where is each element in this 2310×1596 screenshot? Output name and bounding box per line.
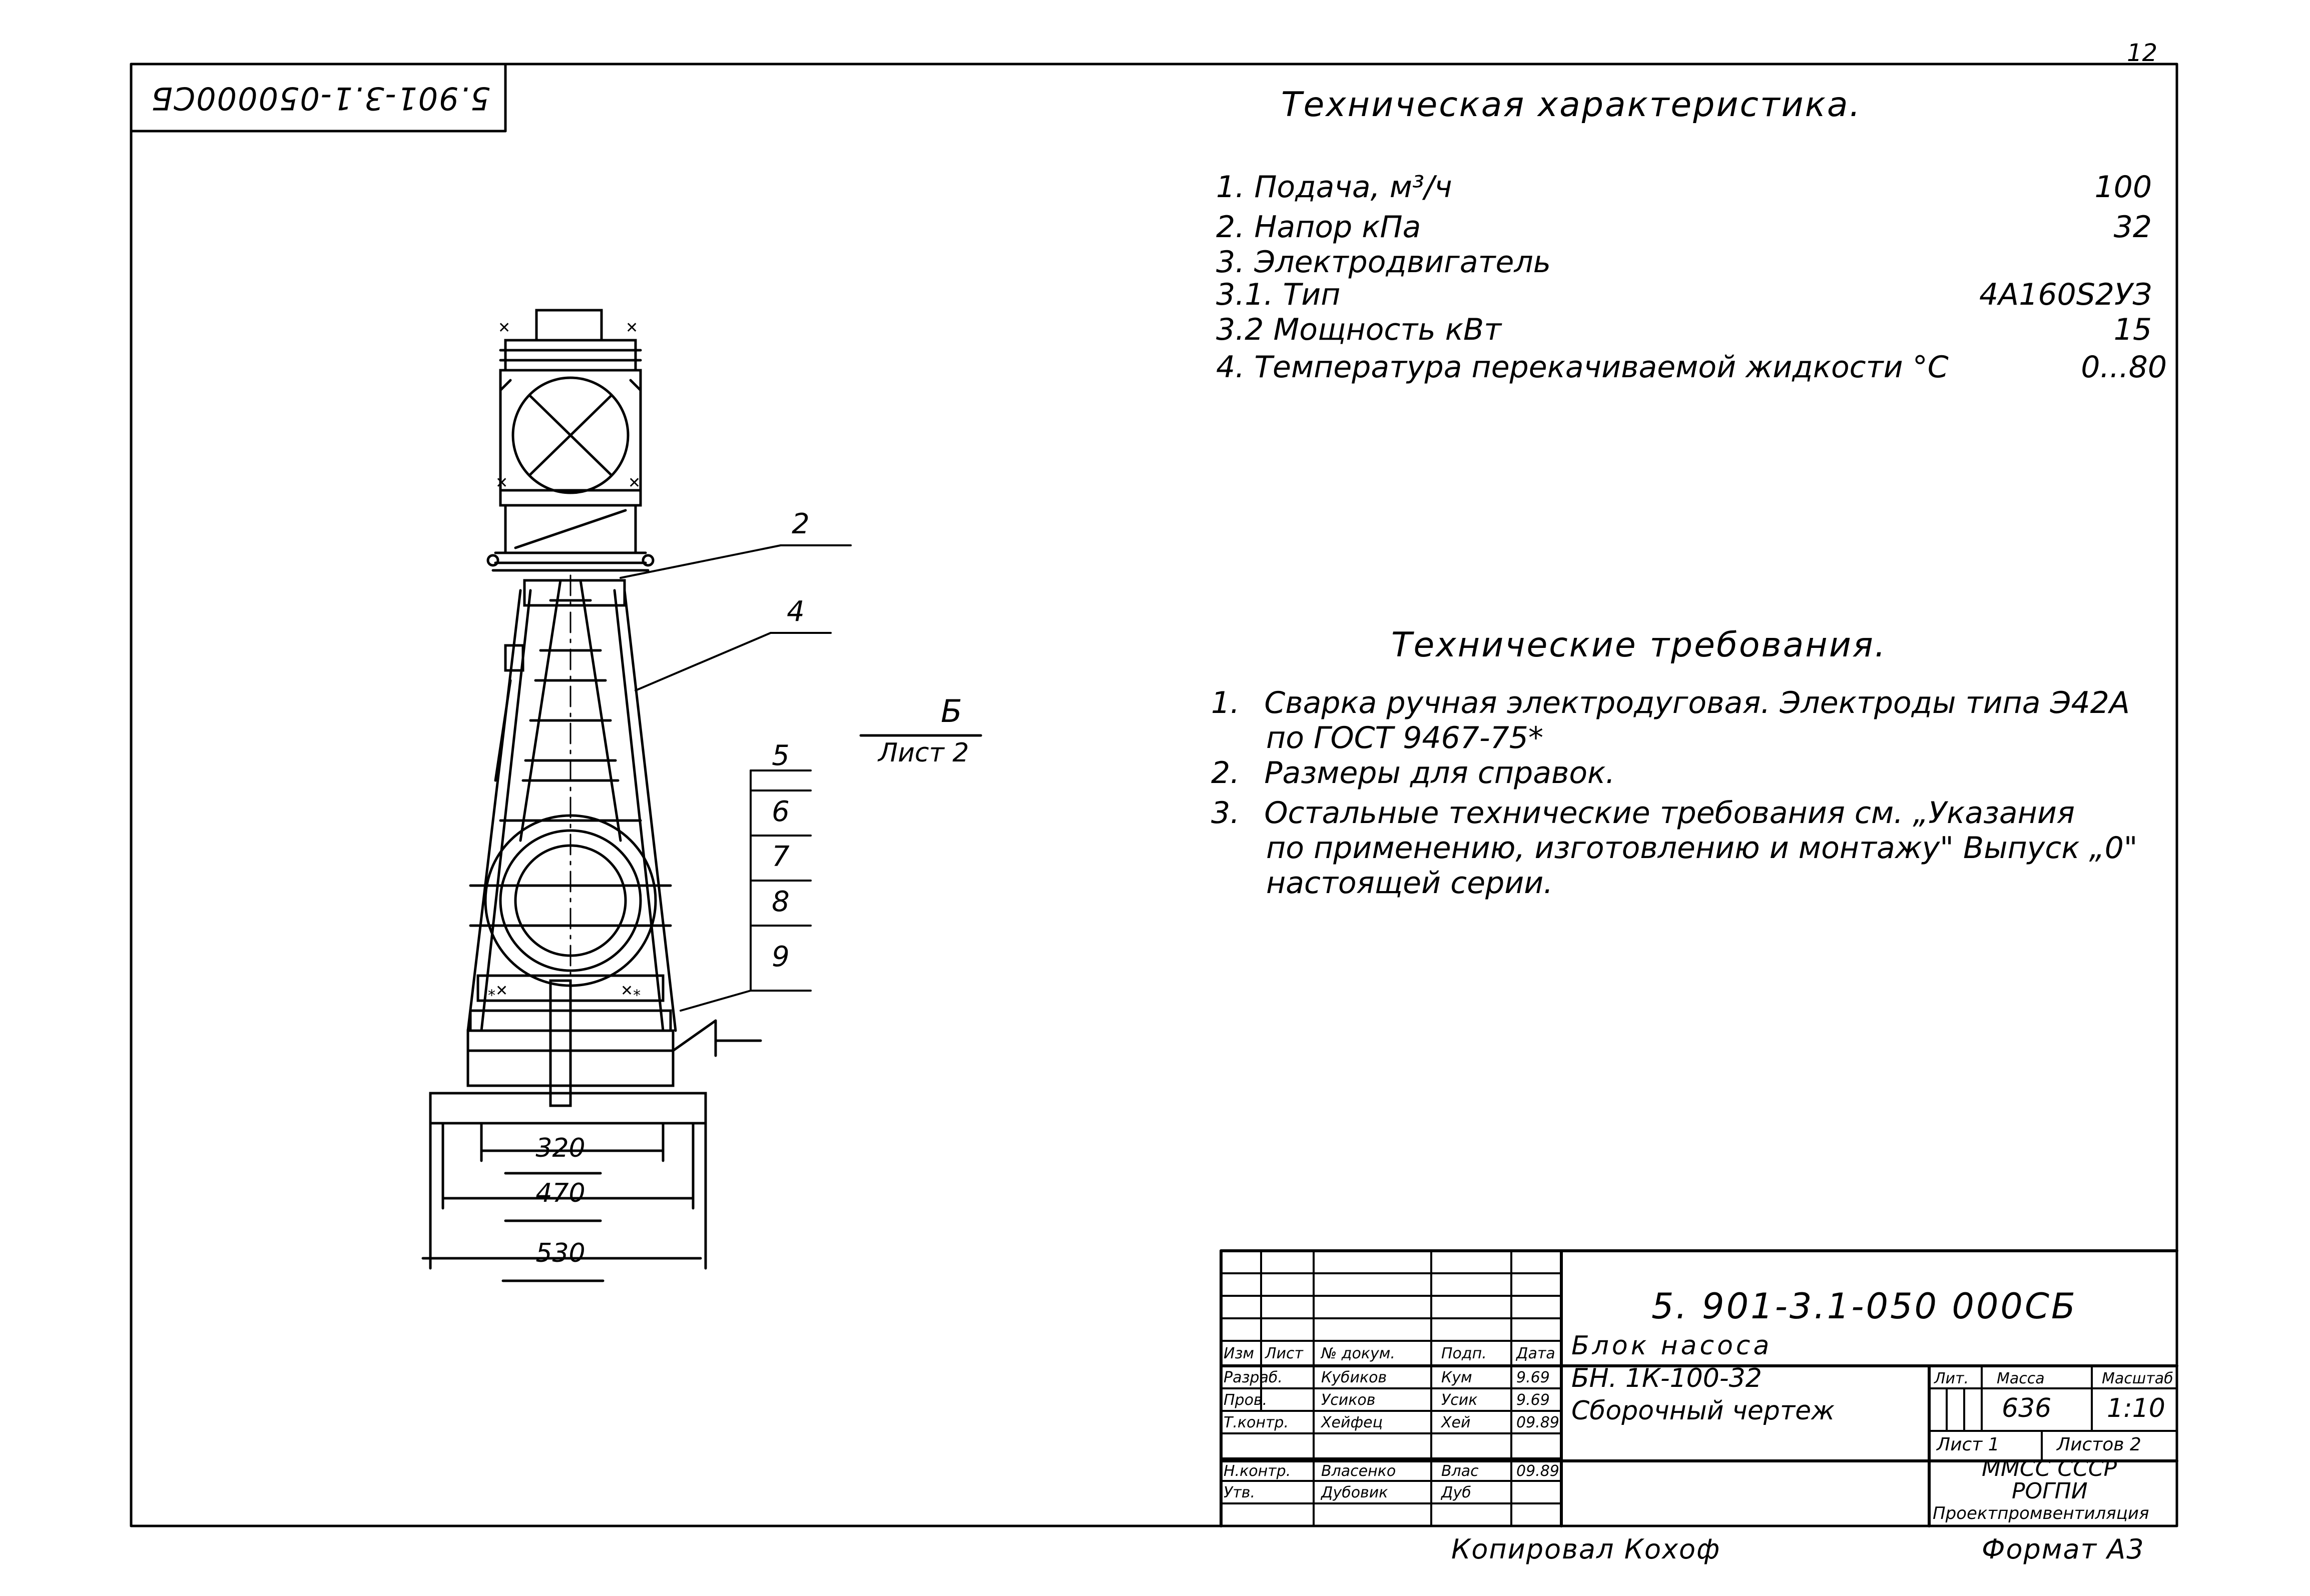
position-number: 8 [772,886,790,918]
requirement-item: 3. Остальные технические требования см. … [1211,795,2075,831]
sig-date: 09.89 [1516,1462,1559,1480]
position-number: 6 [772,795,790,828]
svg-text:✕: ✕ [628,474,641,492]
requirement-line: Размеры для справок. [1264,755,1615,790]
sig-header-list: Лист [1265,1345,1304,1362]
requirement-line: по ГОСТ 9467-75* [1266,720,1543,755]
spec-value: 100 [2094,170,2152,205]
requirement-line: настоящей серии. [1266,866,1553,901]
position-number: 9 [772,941,790,973]
sig-sign: Дуб [1441,1484,1471,1501]
sig-name: Дубовик [1321,1484,1388,1501]
spec-item: 1. Подача, м³/ч 100 [1216,170,2152,204]
spec-label: 2. Напор кПа [1216,210,1421,245]
tech-requirements-title: Технические требования. [1391,625,1887,665]
svg-text:⁎✕: ⁎✕ [488,982,508,1000]
corner-stamp-box [130,63,507,133]
requirement-num: 1. [1211,685,1240,720]
sig-sign: Хей [1441,1414,1471,1431]
position-table-lines [750,769,812,992]
corner-stamp: 5.901-3.1-050000СБ [150,80,490,117]
sig-sign: Усик [1441,1391,1478,1409]
sig-header-date: Дата [1516,1345,1555,1362]
drawing-name: Блок насоса [1571,1331,1773,1361]
svg-text:✕: ✕ [498,319,510,337]
sig-date: 9.69 [1516,1391,1550,1409]
sig-name: Усиков [1321,1391,1376,1409]
tech-characteristics-title: Техническая характеристика. [1281,85,1862,125]
drawing-name: БН. 1К-100-32 [1571,1363,1762,1393]
sig-role: Утв. [1224,1484,1255,1501]
sig-sign: Кум [1441,1369,1472,1386]
sig-role: Разраб. [1224,1369,1283,1386]
requirement-num: 2. [1211,755,1240,790]
sig-header-izm: Изм [1224,1345,1255,1362]
spec-value: 15 [2113,312,2152,347]
sig-role: Т.контр. [1224,1414,1289,1431]
mass-value: 636 [2002,1393,2052,1423]
pump-unit-drawing: ✕ ✕ ✕ ✕ [421,309,762,1282]
svg-text:✕: ✕ [495,474,508,492]
col-header-mass: Масса [1997,1370,2045,1387]
sheet-format: Формат А3 [1982,1533,2145,1565]
view-reference-letter: Б [941,693,962,729]
dimension-label: 530 [535,1238,586,1268]
leader-label: 2 [792,508,810,540]
leader-label: 4 [787,595,805,628]
organization-line: РОГПИ [2012,1478,2088,1504]
dimension-label: 320 [535,1133,586,1163]
sheets-label: Листов 2 [2057,1434,2141,1455]
sig-name: Хейфец [1321,1414,1383,1431]
spec-value: 32 [2113,210,2152,245]
requirement-item: 2. Размеры для справок. [1211,755,1615,790]
organization-line: ММСС СССР [1982,1456,2117,1481]
spec-value: 0...80 [2081,350,2167,385]
requirement-line: по применению, изготовлению и монтажу" В… [1266,831,2138,866]
spec-item: 3.1. Тип 4А160S2УЗ [1216,278,2152,312]
sig-name: Власенко [1321,1462,1396,1480]
organization-line: Проектпромвентиляция [1933,1503,2149,1523]
col-header-scale: Масштаб [2102,1370,2173,1387]
sig-date: 09.89 [1516,1414,1559,1431]
drawing-designation: 5. 901-3.1-050 000СБ [1651,1286,2077,1327]
sheet-label: Лист 1 [1937,1434,2000,1455]
svg-text:✕⁎: ✕⁎ [621,982,641,1000]
drawing-name: Сборочный чертеж [1571,1396,1835,1426]
spec-label: 3.1. Тип [1216,277,1341,312]
spec-label: 3. Электродвигатель [1216,245,1551,280]
dimension-label: 470 [535,1178,586,1208]
copied-by: Копировал Кохоф [1451,1533,1721,1565]
spec-item: 3.2 Мощность кВт 15 [1216,313,2152,347]
leader-lines [620,544,852,1012]
requirement-line: Остальные технические требования см. „Ук… [1264,795,2075,831]
spec-item: 3. Электродвигатель [1216,245,2152,279]
sig-role: Пров. [1224,1391,1268,1409]
sheet-frame [130,63,2178,1527]
sig-header-doc: № докум. [1321,1345,1395,1362]
sig-header-sign: Подп. [1441,1345,1487,1362]
spec-label: 4. Температура перекачиваемой жидкости °… [1216,350,1949,385]
position-number: 7 [772,841,790,873]
svg-text:✕: ✕ [626,319,638,337]
requirement-item: 1. Сварка ручная электродуговая. Электро… [1211,685,2130,720]
spec-item: 2. Напор кПа 32 [1216,210,2152,244]
col-header-lit: Лит. [1934,1370,1969,1387]
spec-value: 4А160S2УЗ [1979,277,2152,312]
sheet-number: 12 [2127,39,2158,67]
requirement-num: 3. [1211,795,1240,831]
sig-sign: Влас [1441,1462,1479,1480]
spec-item: 4. Температура перекачиваемой жидкости °… [1216,350,2167,384]
position-number: 5 [772,739,790,772]
sig-name: Кубиков [1321,1369,1387,1386]
sig-date: 9.69 [1516,1369,1550,1386]
scale-value: 1:10 [2107,1393,2165,1423]
view-reference-sheet: Лист 2 [878,738,969,768]
spec-label: 3.2 Мощность кВт [1216,312,1502,347]
spec-label: 1. Подача, м³/ч [1216,170,1452,205]
requirement-line: Сварка ручная электродуговая. Электроды … [1264,685,2130,720]
sig-role: Н.контр. [1224,1462,1291,1480]
title-block-grid [1220,1249,2178,1527]
